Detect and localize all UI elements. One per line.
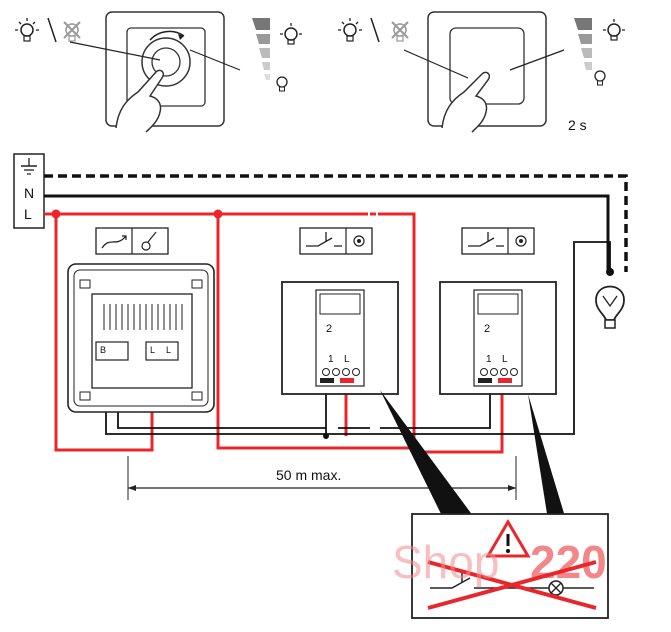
earth-wire bbox=[44, 174, 628, 272]
bulb-bright-icon bbox=[280, 23, 302, 45]
aux2-terminal-2: 2 bbox=[484, 323, 490, 335]
bulb-on-icon-2 bbox=[338, 18, 362, 42]
forbidden-callout bbox=[411, 513, 609, 619]
dimmer-knob-symbol-icon bbox=[141, 231, 157, 251]
terminal-l2-label: L bbox=[166, 345, 171, 355]
bulb-on-icon bbox=[15, 18, 39, 42]
duration-label: 2 s bbox=[568, 117, 587, 133]
aux1-terminal-l: L bbox=[344, 354, 350, 365]
pushbutton-symbol-icon bbox=[306, 232, 342, 247]
watermark-text-1: Shop bbox=[392, 536, 499, 588]
push-button-illustration bbox=[403, 11, 565, 133]
brightness-ramp-right bbox=[574, 18, 592, 70]
supply-terminal-block: N L bbox=[13, 153, 45, 229]
neutral-label: N bbox=[24, 185, 34, 201]
rotary-dimmer-illustration bbox=[69, 11, 241, 133]
distance-label: 50 m max. bbox=[276, 467, 341, 483]
bulb-dim-icon bbox=[276, 76, 288, 92]
watermark: Shop 220 bbox=[392, 536, 607, 588]
bulb-off-icon bbox=[63, 21, 81, 42]
earth-icon bbox=[21, 158, 37, 175]
live-label: L bbox=[24, 206, 32, 222]
watermark-text-2: 220 bbox=[530, 536, 607, 588]
aux2-terminal-1: 1 bbox=[486, 354, 492, 365]
slash-divider-2 bbox=[370, 17, 380, 43]
bulb-bright-icon-2 bbox=[603, 19, 625, 41]
aux1-terminal-2: 2 bbox=[326, 323, 332, 335]
indicator-icon-2 bbox=[515, 235, 527, 247]
lamp-icon bbox=[595, 268, 625, 329]
aux2-terminal-l: L bbox=[502, 354, 508, 365]
hand-icon-2 bbox=[441, 71, 491, 133]
brightness-ramp-left bbox=[252, 18, 270, 80]
slash-divider bbox=[47, 17, 57, 43]
pushbutton-symbol-icon-2 bbox=[468, 232, 504, 247]
terminal-l1-label: L bbox=[150, 345, 155, 355]
callout-pointer-1 bbox=[380, 390, 476, 520]
indicator-icon bbox=[353, 235, 365, 247]
hand-icon bbox=[115, 69, 165, 133]
auxiliary-push-module-1: 2 1 L bbox=[281, 227, 399, 395]
dimmer-symbol-icon bbox=[101, 235, 127, 249]
aux1-terminal-1: 1 bbox=[328, 354, 334, 365]
terminal-b-label: B bbox=[100, 345, 106, 355]
bulb-off-icon-2 bbox=[391, 21, 409, 42]
dimmer-module: B L L bbox=[67, 227, 215, 413]
neutral-wire bbox=[44, 194, 610, 272]
warning-triangle-icon bbox=[485, 519, 531, 558]
bulb-dim-icon-2 bbox=[594, 70, 606, 86]
distance-dimension: 50 m max. bbox=[127, 456, 517, 500]
callout-pointer-2 bbox=[528, 394, 566, 520]
auxiliary-push-module-2: 2 1 L bbox=[439, 227, 557, 395]
